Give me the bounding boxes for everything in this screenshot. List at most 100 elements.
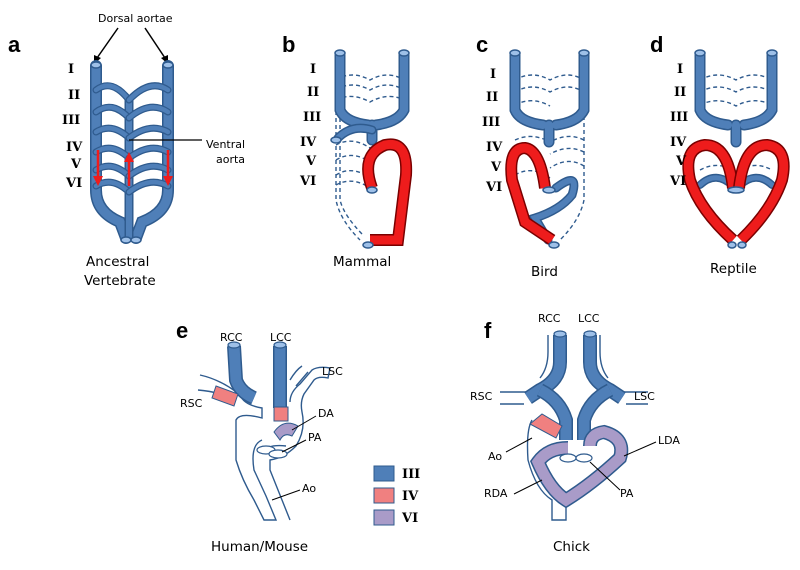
legend: III IV VI: [373, 465, 420, 526]
caption-mammal: Mammal: [333, 254, 391, 270]
dorsal-aortae-label: Dorsal aortae: [98, 12, 173, 25]
label-lsc: LSC: [634, 390, 655, 403]
ventral-aorta-label-2: aorta: [216, 153, 245, 166]
ao-pointer: [505, 437, 533, 453]
ventral-aorta-label-1: Ventral: [206, 138, 245, 151]
arch-label-V: V: [490, 160, 502, 175]
vessel-end-cap: [553, 330, 567, 338]
vessel-end-cap: [398, 49, 410, 57]
label-lcc: LCC: [578, 312, 600, 325]
label-pa: PA: [308, 431, 322, 444]
label-rcc: RCC: [538, 312, 561, 325]
pa-pointer: [281, 439, 307, 453]
caption-bird: Bird: [531, 264, 558, 280]
vessel-end-cap: [727, 186, 745, 194]
chick-vessel-outline: [500, 335, 648, 521]
vessel-end-cap: [737, 241, 747, 249]
arch-label-II: II: [674, 85, 686, 100]
panel-letter-b: b: [282, 32, 295, 57]
arch-label-I: I: [490, 67, 496, 82]
arch-label-V: V: [70, 157, 82, 172]
label-rda: RDA: [484, 487, 508, 500]
caption-human-mouse: Human/Mouse: [211, 539, 308, 555]
pa-pointer: [589, 461, 621, 491]
reptile-blue-vessels: [694, 49, 778, 190]
panel-letter-a: a: [8, 32, 21, 57]
legend-label-iv: IV: [402, 489, 419, 504]
label-lda: LDA: [658, 434, 680, 447]
legend-swatch-vi: [373, 509, 395, 526]
legend-swatch-iv: [373, 487, 395, 504]
mammal-red-arch: [363, 139, 411, 245]
arch-label-I: I: [677, 62, 683, 77]
panel-d: d I II III IV V VI Reptile: [650, 32, 790, 277]
vessel-end-cap: [334, 49, 346, 57]
flow-arrows: [93, 150, 173, 186]
vessel-end-cap: [548, 241, 560, 249]
arch-label-II: II: [307, 85, 319, 100]
arch-label-III: III: [482, 115, 500, 130]
reptile-red-arch-right: [734, 140, 789, 244]
vessel-end-cap: [227, 341, 241, 349]
arch-label-I: I: [310, 62, 316, 77]
vessel-end-cap: [362, 241, 374, 249]
arch-segment-iv: [273, 406, 289, 422]
panel-b: b I II III IV V VI Mammal: [282, 32, 413, 270]
bird-blue-vessels: [509, 49, 590, 245]
vessel-end-cap: [162, 61, 174, 69]
bird-red-arch: [506, 143, 555, 244]
panel-letter-c: c: [476, 32, 488, 57]
vessel-end-cap: [766, 49, 778, 57]
vessel-end-cap: [727, 241, 737, 249]
caption-ancestral: Ancestral: [86, 254, 149, 270]
pulmonary-branch: [575, 453, 593, 463]
pulmonary-branch: [559, 453, 577, 463]
label-ao: Ao: [302, 482, 316, 495]
reptile-red-arch-left: [683, 140, 738, 244]
arch-label-VI: VI: [65, 176, 82, 191]
rcc-vessel: [228, 345, 257, 404]
legend-label-iii: III: [402, 467, 420, 482]
chick-segment-iv: [529, 413, 563, 439]
arch-label-III: III: [62, 113, 80, 128]
label-da: DA: [318, 407, 334, 420]
arch-label-II: II: [68, 88, 80, 103]
vessel-end-cap: [366, 186, 378, 194]
rsc-segment-iv: [211, 385, 239, 407]
vessel-end-cap: [120, 236, 132, 244]
ao-pointer: [271, 489, 301, 501]
arch-label-IV: IV: [300, 135, 317, 150]
arch-label-I: I: [68, 62, 74, 77]
vessel-end-cap: [694, 49, 706, 57]
panel-f: f RCC LCC RSC LSC Ao LDA RDA PA: [470, 312, 680, 555]
chick-vi: [531, 426, 627, 507]
arch-label-V: V: [305, 154, 317, 169]
vessel-end-cap: [330, 136, 342, 144]
label-rsc: RSC: [470, 390, 493, 403]
lda-pointer: [623, 441, 657, 457]
ancestral-vessels: [90, 60, 174, 244]
arch-label-IV: IV: [670, 135, 687, 150]
arch-label-VI: VI: [669, 174, 686, 189]
ductus-arteriosus-vi: [273, 422, 299, 441]
panel-letter-f: f: [484, 318, 492, 343]
chick-iii: [537, 385, 613, 440]
label-rsc: RSC: [180, 397, 203, 410]
rda-pointer: [513, 479, 543, 495]
arch-label-VI: VI: [299, 174, 316, 189]
panel-a: a Dorsal aortae: [8, 12, 245, 289]
dorsal-arrow-left: [96, 27, 119, 59]
regressed-vessels: [514, 60, 585, 241]
vessel-end-cap: [90, 61, 102, 69]
arch-label-II: II: [486, 90, 498, 105]
label-lsc: LSC: [322, 365, 343, 378]
label-ao: Ao: [488, 450, 502, 463]
arch-label-V: V: [675, 154, 687, 169]
panel-e: e RCC LCC LSC RSC DA PA Ao: [176, 318, 343, 555]
vessel-end-cap: [509, 49, 521, 57]
mammal-blue-vessels: [333, 49, 410, 146]
vessel-end-cap: [583, 330, 597, 338]
arch-label-IV: IV: [486, 140, 503, 155]
panel-letter-e: e: [176, 318, 188, 343]
